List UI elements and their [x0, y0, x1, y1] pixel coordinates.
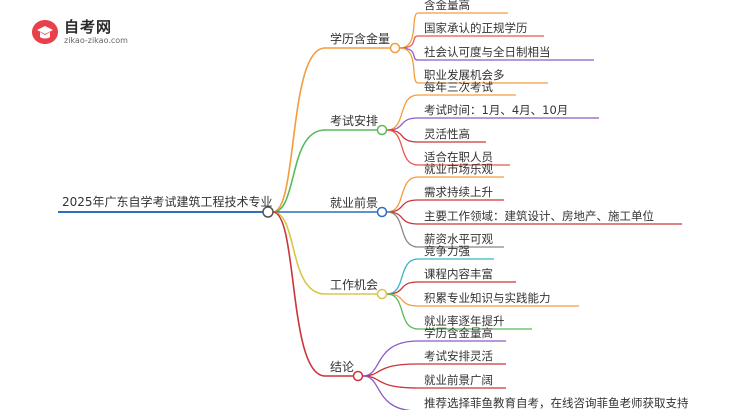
leaf-connector	[362, 363, 419, 377]
leaf-label[interactable]: 灵活性高	[424, 127, 470, 141]
root-node[interactable]	[262, 206, 274, 218]
leaf-connector	[399, 47, 419, 84]
leaf-label[interactable]: 国家承认的正规学历	[424, 21, 528, 35]
branch-label[interactable]: 学历含金量	[330, 31, 390, 46]
branch-node[interactable]	[389, 42, 401, 54]
leaf-label[interactable]: 社会认可度与全日制相当	[424, 45, 551, 59]
site-logo[interactable]: 自考网 zikao-zikao.com	[30, 14, 140, 50]
leaf-connector	[399, 12, 419, 49]
branch-node[interactable]	[376, 124, 388, 136]
leaf-label[interactable]: 主要工作领域：建筑设计、房地产、施工单位	[424, 209, 654, 223]
leaf-label[interactable]: 每年三次考试	[424, 80, 493, 94]
graduation-cap-icon	[32, 20, 58, 44]
branch-connector	[272, 211, 326, 377]
branch-connector	[272, 129, 326, 213]
leaf-connector	[362, 375, 419, 389]
leaf-label[interactable]: 课程内容丰富	[424, 267, 493, 281]
leaf-connector	[399, 47, 419, 61]
leaf-connector	[386, 293, 419, 330]
leaf-connector	[386, 258, 419, 295]
branch-label[interactable]: 考试安排	[330, 113, 378, 128]
leaf-label[interactable]: 学历含金量高	[424, 326, 493, 340]
logo-url: zikao-zikao.com	[64, 36, 128, 45]
branch-connector	[272, 47, 326, 213]
leaf-connector	[386, 199, 419, 213]
leaf-label[interactable]: 就业前景广阔	[424, 373, 493, 387]
leaf-connector	[386, 293, 419, 307]
leaf-connector	[386, 94, 419, 131]
leaf-connector	[386, 117, 419, 131]
leaf-label[interactable]: 职业发展机会多	[424, 68, 505, 82]
logo-title: 自考网	[64, 18, 113, 36]
branch-label[interactable]: 就业前景	[330, 195, 378, 210]
leaf-label[interactable]: 适合在职人员	[424, 150, 493, 164]
branch-node[interactable]	[376, 206, 388, 218]
leaf-connector	[399, 35, 419, 49]
branch-node[interactable]	[376, 288, 388, 300]
leaf-connector	[386, 176, 419, 213]
branch-label[interactable]: 结论	[330, 360, 354, 374]
leaf-label[interactable]: 竞争力强	[424, 244, 470, 258]
root-label: 2025年广东自学考试建筑工程技术专业	[62, 194, 273, 209]
leaf-label[interactable]: 推荐选择菲鱼教育自考，在线咨询菲鱼老师获取支持	[424, 396, 689, 410]
leaf-connector	[362, 340, 419, 377]
leaf-connector	[362, 375, 414, 410]
leaf-connector	[386, 211, 419, 225]
leaf-label[interactable]: 考试时间：1月、4月、10月	[424, 103, 568, 117]
leaf-connector	[386, 281, 419, 295]
leaf-label[interactable]: 积累专业知识与实践能力	[424, 291, 551, 305]
leaf-label[interactable]: 薪资水平可观	[424, 232, 493, 246]
leaf-connector	[386, 129, 419, 143]
leaf-label[interactable]: 考试安排灵活	[424, 349, 493, 363]
leaf-label[interactable]: 需求持续上升	[424, 185, 493, 199]
branch-node[interactable]	[352, 370, 364, 382]
branch-connector	[272, 211, 326, 295]
leaf-label[interactable]: 就业率逐年提升	[424, 314, 505, 328]
leaf-label[interactable]: 就业市场乐观	[424, 162, 493, 176]
branch-label[interactable]: 工作机会	[330, 278, 378, 292]
leaf-label[interactable]: 含金量高	[424, 0, 470, 12]
leaf-connector	[386, 129, 419, 166]
leaf-connector	[386, 211, 419, 248]
